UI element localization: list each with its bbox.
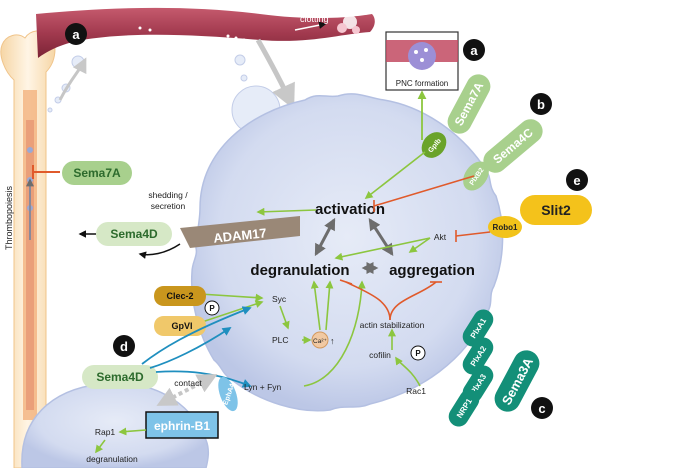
ephrinb1-box — [145, 411, 219, 439]
phospho-p2-label: P — [415, 349, 421, 358]
robo1-inhibit — [455, 231, 491, 237]
plc-label: PLC — [272, 335, 289, 345]
syc-label: Syc — [272, 294, 287, 304]
aggregation-label: aggregation — [389, 262, 475, 279]
ca-circle — [311, 331, 329, 349]
adam17-shape — [180, 216, 300, 248]
panel-letter-d-text: d — [120, 339, 128, 354]
pnc-box — [385, 31, 459, 91]
gpvi-label: GpVI — [171, 321, 192, 331]
slit2-pill — [520, 195, 592, 225]
rac1-label: Rac1 — [406, 386, 426, 396]
panel-letter-e-text: e — [573, 173, 580, 188]
lyn-fyn-label: Lyn + Fyn — [244, 382, 282, 392]
ca-label: Ca²⁺ — [313, 338, 327, 345]
gpib-shape — [421, 132, 447, 158]
ephrinb1-to-rap1-arrow — [118, 427, 147, 436]
gpvi-shape — [154, 316, 206, 336]
sema4d-shed-pill — [96, 222, 172, 246]
panel-letter-b — [530, 93, 552, 115]
actin-inhibit-1 — [345, 281, 391, 321]
panel-letter-d — [113, 335, 135, 357]
clec2-label: Clec-2 — [166, 291, 193, 301]
cofilin-label: cofilin — [369, 350, 391, 360]
rap1-label: Rap1 — [95, 427, 116, 437]
syc-to-plc-arrow — [279, 305, 290, 330]
sema4d-bottom-pill — [82, 365, 158, 389]
phospho-p1-label: P — [209, 304, 215, 313]
sema4d-to-syc-arrow — [141, 306, 252, 365]
panel-letter-c — [531, 397, 553, 419]
sema4d-shed-label: Sema4D — [110, 227, 158, 241]
activation-to-adam17-arrow — [256, 207, 317, 216]
slit2-label: Slit2 — [541, 202, 571, 218]
sema4d-bottom-label: Sema4D — [96, 370, 144, 384]
sema4c-pill — [483, 119, 543, 173]
bubbles — [47, 54, 281, 135]
phospho-icon-1 — [204, 300, 220, 316]
activation-label: activation — [315, 201, 385, 218]
phospho-icon-2 — [410, 345, 426, 361]
panel-letter-a1 — [65, 23, 87, 45]
panel-letter-e — [566, 169, 588, 191]
gpib-to-activation-arrow — [364, 151, 426, 199]
plxa1-shape — [462, 309, 494, 347]
blood-vessel — [36, 7, 375, 59]
panel-letter-a2-text: a — [470, 43, 478, 58]
sema7a-left-label: Sema7A — [73, 166, 121, 180]
plxb2-shape — [463, 161, 489, 191]
clotting-label: clotting — [300, 14, 329, 24]
bone-illustration — [0, 30, 56, 468]
gpvi-to-syc-arrow — [201, 300, 264, 323]
sema3a-pill — [494, 350, 540, 412]
platelet-cell — [190, 93, 504, 412]
panel-letter-a2 — [463, 39, 485, 61]
shedding-label: shedding / — [148, 190, 188, 200]
degranulation-small-label: degranulation — [86, 454, 138, 464]
lynfyn-to-aggregation-arrow — [303, 280, 366, 387]
plxa2-shape — [462, 337, 494, 375]
bidirectional-arrows — [314, 217, 394, 274]
pnc-label: PNC formation — [396, 79, 448, 88]
panel-letter-b-text: b — [537, 97, 545, 112]
actin-stabilization-label: actin stabilization — [360, 320, 425, 330]
robo1-shape — [488, 216, 522, 238]
epha4-shape — [218, 376, 238, 412]
adam17-label: ADAM17 — [213, 225, 268, 246]
panel-letter-a1-text: a — [72, 27, 80, 42]
robo1-label: Robo1 — [493, 223, 518, 232]
contact-arrow — [156, 374, 218, 406]
plxb2-inhibit — [373, 175, 475, 207]
ca-up-arrow: ↑ — [330, 336, 335, 346]
clec2-to-syc-arrow — [199, 293, 264, 302]
clec2-shape — [154, 286, 206, 306]
rac1-to-cofilin-arrow — [395, 356, 421, 387]
actin-inhibit-2 — [389, 281, 437, 321]
akt-to-degranulation-arrow — [334, 237, 431, 261]
ca-to-degranulation-arrow — [310, 280, 321, 331]
degranulation-label: degranulation — [250, 262, 349, 279]
secretion-label: secretion — [151, 201, 186, 211]
akt-label: Akt — [434, 232, 447, 242]
ephrinb1-label: ephrin-B1 — [154, 419, 210, 433]
panel-letter-c-text: c — [538, 401, 545, 416]
thrombopoiesis-label: Thrombopoiesis — [4, 185, 14, 250]
nrp1-shape — [448, 389, 480, 427]
contact-label: contact — [174, 378, 202, 388]
sema7a-left-pill — [62, 161, 132, 185]
sema7a-right-pill — [447, 74, 491, 134]
